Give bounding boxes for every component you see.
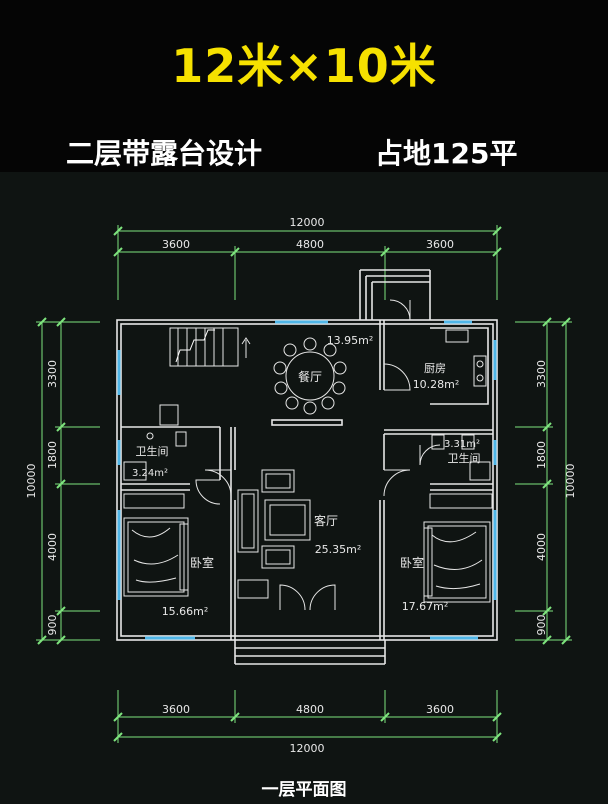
dining-area: 13.95m²: [327, 334, 374, 347]
door-swings: [195, 299, 441, 611]
kitchen-area: 10.28m²: [413, 378, 460, 391]
dim-right-seg-3: 4000: [535, 533, 548, 561]
subtitle-design: 二层带露台设计: [66, 137, 263, 170]
dim-top-seg-1: 3600: [162, 238, 190, 251]
windows: [117, 320, 497, 640]
dim-left-total: 10000: [25, 464, 38, 499]
plan-background: [0, 172, 608, 804]
dim-top-seg-3: 3600: [426, 238, 454, 251]
dim-right-seg-4: 900: [535, 615, 548, 636]
dim-bottom-total: 12000: [290, 742, 325, 755]
dim-top-seg-2: 4800: [296, 238, 324, 251]
dimension-ticks: [37, 226, 571, 742]
bath-left-label: 卫生间: [136, 444, 169, 458]
walls: [116, 269, 498, 665]
dining-table: [273, 337, 347, 415]
bathroom-fixtures: [123, 404, 493, 509]
dining-label: 餐厅: [298, 369, 322, 384]
living-area: 25.35m²: [315, 543, 362, 556]
dim-right-total: 10000: [564, 464, 577, 499]
dim-left-seg-1: 3300: [46, 360, 59, 388]
kitchen-label: 厨房: [424, 362, 446, 375]
dim-left-seg-2: 1800: [46, 441, 59, 469]
dim-bottom-seg-1: 3600: [162, 703, 190, 716]
dim-top-total: 12000: [290, 216, 325, 229]
title-banner: [0, 0, 608, 172]
bed-left-label: 卧室: [190, 555, 214, 570]
dim-right-seg-1: 3300: [535, 360, 548, 388]
bed-right-label: 卧室: [400, 555, 424, 570]
bath-right-label: 卫生间: [448, 451, 481, 465]
dim-left-seg-4: 900: [46, 615, 59, 636]
subtitle-area: 占地125平: [375, 137, 518, 170]
staircase: [169, 327, 251, 367]
dim-bottom-seg-2: 4800: [296, 703, 324, 716]
dim-right-seg-2: 1800: [535, 441, 548, 469]
living-label: 客厅: [314, 513, 338, 528]
page-title: 12米×10米: [171, 39, 437, 93]
dim-bottom-seg-3: 3600: [426, 703, 454, 716]
dim-left-seg-3: 4000: [46, 533, 59, 561]
bath-right-area: 3.31m²: [444, 439, 480, 450]
plan-caption: 一层平面图: [261, 780, 347, 800]
living-furniture: [237, 469, 311, 599]
bed-left-area: 15.66m²: [162, 605, 209, 618]
bed-right-area: 17.67m²: [402, 600, 449, 613]
dimension-labels: 12000 3600 4800 3600 3600 4800 3600 1200…: [25, 216, 577, 755]
beds: [123, 517, 491, 603]
bath-left-area: 3.24m²: [132, 468, 168, 479]
kitchen-fixtures: [445, 329, 487, 387]
room-labels: 13.95m² 餐厅 厨房 10.28m² 卫生间 3.24m² 3.31m² …: [132, 334, 481, 618]
